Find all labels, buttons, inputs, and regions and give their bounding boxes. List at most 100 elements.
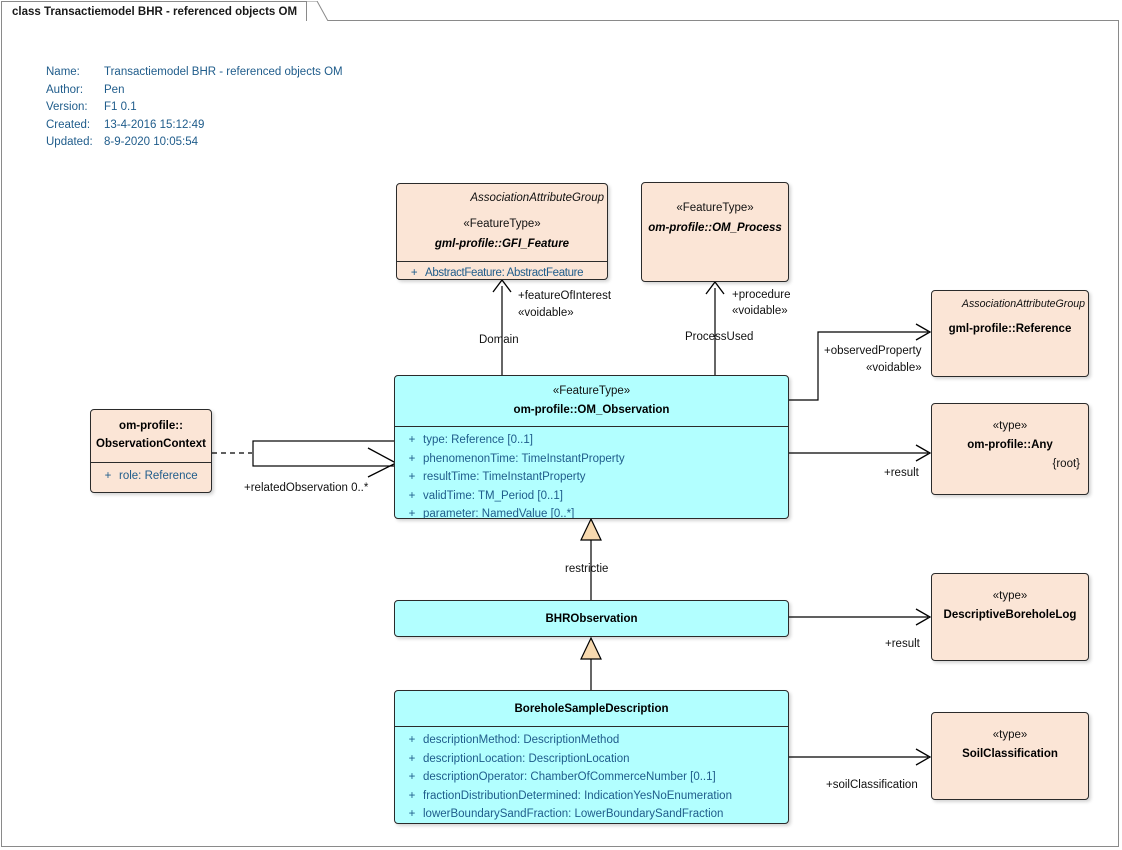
class-root-marker: {root} — [1052, 458, 1081, 470]
class-attribute-row: + AbstractFeature: AbstractFeature — [397, 264, 607, 279]
class-attribute-compartment: + AbstractFeature: AbstractFeature — [397, 262, 607, 279]
class-separator — [91, 462, 211, 463]
attribute-text: type: Reference [0..1] — [423, 434, 533, 446]
class-attribute-row: +phenomenonTime: TimeInstantProperty — [395, 450, 788, 469]
class-soilclassification[interactable]: «type» SoilClassification — [931, 712, 1089, 800]
class-om-profile-any[interactable]: «type» om-profile::Any {root} — [931, 403, 1089, 495]
class-name: gml-profile::GFI_Feature — [434, 238, 570, 250]
meta-value-author: Pen — [104, 83, 125, 96]
diagram-frame — [1, 20, 1119, 847]
class-header: «type» DescriptiveBoreholeLog — [932, 574, 1088, 623]
meta-row-updated: Updated: 8-9-2020 10:05:54 — [46, 134, 343, 152]
meta-value-created: 13-4-2016 15:12:49 — [104, 118, 205, 131]
attribute-text: descriptionMethod: DescriptionMethod — [423, 734, 620, 746]
class-bhrobservation[interactable]: BHRObservation — [394, 600, 789, 637]
connector-label-featureofinterest-role: +featureOfInterest — [518, 290, 612, 302]
class-name: om-profile::OM_Observation — [513, 404, 670, 416]
class-association-attribute-group-label: AssociationAttributeGroup — [470, 192, 604, 204]
class-boreholesampledescription[interactable]: BoreholeSampleDescription + descriptionMe… — [394, 690, 789, 824]
diagram-tab-slant — [307, 1, 329, 21]
class-header: om-profile:: ObservationContext — [91, 410, 211, 452]
meta-row-name: Name:Transactiemodel BHR - referenced ob… — [46, 64, 343, 82]
class-om-profile-observationcontext[interactable]: om-profile:: ObservationContext + role: R… — [90, 409, 212, 493]
class-attribute-row: + role: Reference — [91, 467, 211, 486]
attribute-text: fractionDistributionDetermined: Indicati… — [423, 789, 732, 802]
class-om-profile-om-observation[interactable]: «FeatureType» om-profile::OM_Observation… — [394, 375, 789, 519]
attribute-text: AbstractFeature: AbstractFeature — [425, 267, 584, 279]
class-attribute-row: + descriptionOperator: ChamberOfCommerceN… — [395, 768, 788, 787]
class-stereotype: «FeatureType» — [463, 218, 541, 230]
class-attribute-row: + resultTime: TimeInstantProperty — [395, 468, 788, 487]
attribute-text: resultTime: TimeInstantProperty — [423, 471, 586, 484]
class-stereotype: «FeatureType» — [676, 202, 754, 214]
diagram-title: class Transactiemodel BHR - referenced o… — [12, 6, 298, 18]
meta-value-version: F1 0.1 — [104, 101, 137, 113]
class-attribute-compartment: + role: Reference — [91, 463, 211, 491]
class-attribute-compartment: + descriptionMethod: DescriptionMethod + d… — [395, 727, 788, 823]
meta-label-created: Created: — [46, 118, 91, 131]
attribute-text: descriptionLocation: DescriptionLocation — [423, 752, 630, 765]
class-attribute-compartment: +type: Reference [0..1] +phenomenonTime:… — [395, 427, 788, 519]
meta-label-version: Version: — [46, 101, 88, 113]
attribute-visibility: + — [408, 789, 416, 802]
attribute-visibility: + — [104, 470, 112, 482]
meta-value-updated: 8-9-2020 10:05:54 — [104, 136, 198, 148]
connector-label-relatedobservation: +relatedObservation 0..* — [244, 482, 369, 494]
connector-label-observedproperty-role: +observedProperty — [824, 345, 922, 357]
meta-value-name: Transactiemodel BHR - referenced objects… — [104, 66, 343, 78]
attribute-visibility: + — [408, 471, 416, 484]
class-om-profile-om-process[interactable]: «FeatureType» om-profile::OM_Process — [641, 182, 789, 282]
class-header: «FeatureType» om-profile::OM_Process — [642, 183, 788, 236]
attribute-text: descriptionOperator: ChamberOfCommerceNu… — [423, 771, 716, 784]
class-gml-profile-reference[interactable]: AssociationAttributeGroup gml-profile::R… — [931, 290, 1089, 377]
attribute-visibility: + — [408, 734, 416, 746]
class-gml-profile-gfi-feature[interactable]: AssociationAttributeGroup «FeatureType» … — [396, 183, 608, 280]
diagram-title-tab: class Transactiemodel BHR - referenced o… — [1, 1, 307, 21]
class-descriptiveboreholelog[interactable]: «type» DescriptiveBoreholeLog — [931, 573, 1089, 661]
class-name: BoreholeSampleDescription — [514, 703, 669, 715]
meta-row-created: Created: 13-4-2016 15:12:49 — [46, 117, 343, 135]
attribute-visibility: + — [408, 771, 416, 784]
attribute-text: lowerBoundarySandFraction: LowerBoundary… — [423, 808, 724, 821]
class-stereotype: «type» — [992, 729, 1028, 741]
class-name: SoilClassification — [962, 748, 1058, 760]
class-attribute-row: +parameter: NamedValue [0..*] — [395, 505, 788, 519]
attribute-text: role: Reference — [119, 470, 198, 482]
class-name: BHRObservation — [545, 613, 638, 625]
meta-label-updated: Updated: — [46, 136, 93, 148]
attribute-visibility: + — [408, 752, 416, 765]
diagram-metadata: Name:Transactiemodel BHR - referenced ob… — [46, 64, 343, 152]
connector-label-result-any: +result — [884, 467, 919, 479]
class-name-line1: om-profile:: — [119, 420, 183, 432]
attribute-visibility: + — [408, 508, 416, 519]
class-attribute-row: + fractionDistributionDetermined: Indicat… — [395, 787, 788, 806]
class-name: gml-profile::Reference — [948, 323, 1072, 335]
class-header: BoreholeSampleDescription — [395, 691, 788, 717]
class-header: «FeatureType» om-profile::OM_Observation — [395, 376, 788, 418]
meta-row-author: Author: Pen — [46, 82, 343, 100]
class-name: om-profile::Any — [967, 439, 1053, 451]
attribute-text: phenomenonTime: TimeInstantProperty — [423, 452, 625, 465]
class-header: BHRObservation — [395, 601, 788, 627]
connector-label-procedure-stereotype: «voidable» — [732, 305, 788, 317]
class-name-line2: ObservationContext — [96, 438, 206, 450]
attribute-text: validTime: TM_Period [0..1] — [423, 489, 563, 502]
class-name: DescriptiveBoreholeLog — [943, 609, 1077, 621]
connector-label-observedproperty-stereotype: «voidable» — [866, 362, 922, 374]
attribute-visibility: + — [408, 808, 416, 821]
class-name: om-profile::OM_Process — [648, 222, 782, 234]
connector-label-result-boreholelog: +result — [885, 638, 920, 650]
class-association-attribute-group-label: AssociationAttributeGroup — [961, 298, 1085, 310]
connector-label-domain-name: Domain — [479, 334, 519, 346]
meta-label-author: Author: — [46, 83, 84, 96]
class-attribute-row: + descriptionLocation: DescriptionLocatio… — [395, 750, 788, 769]
class-stereotype: «type» — [992, 420, 1028, 432]
class-header: «type» SoilClassification — [932, 713, 1088, 762]
class-attribute-row: +type: Reference [0..1] — [395, 431, 788, 450]
attribute-visibility: + — [410, 267, 418, 279]
class-stereotype: «FeatureType» — [552, 385, 631, 397]
class-header: AssociationAttributeGroup gml-profile::R… — [932, 291, 1088, 337]
connector-label-procedure-role: +procedure — [732, 289, 791, 301]
connector-label-restrictie: restrictie — [565, 563, 609, 575]
